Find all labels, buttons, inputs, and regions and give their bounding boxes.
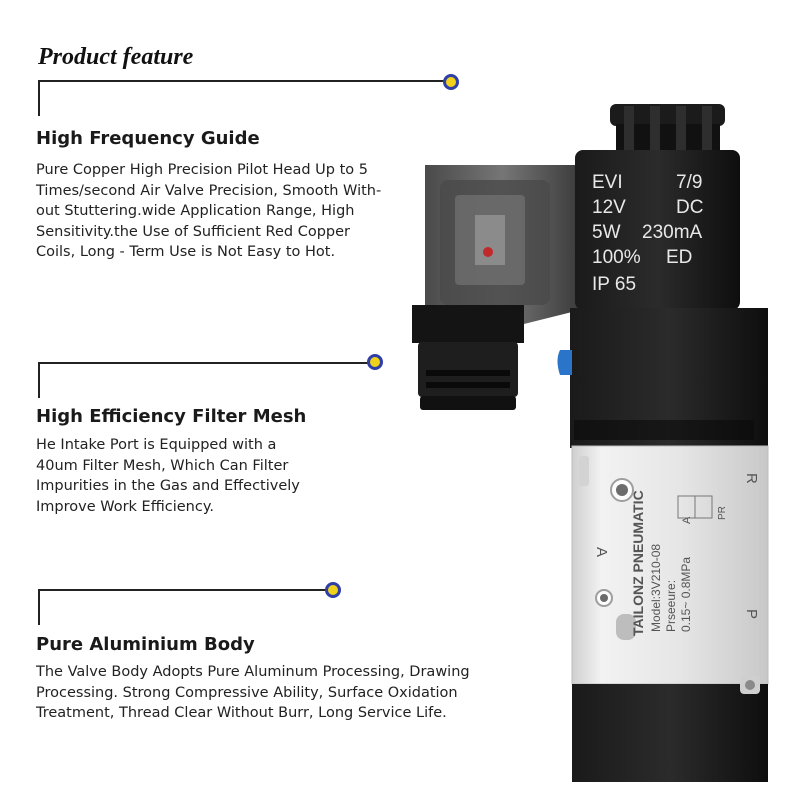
symbol-label-pr: PR xyxy=(717,506,728,520)
coil-label-230ma: 230mA xyxy=(642,222,703,243)
feature-description-1: Pure Copper High Precision Pilot Head Up… xyxy=(36,160,410,263)
port-label-a: A xyxy=(593,547,610,557)
feature-1-line-5: Coils, Long - Term Use is Not Easy to Ho… xyxy=(36,244,336,260)
coil-label-12v: 12V xyxy=(592,197,626,218)
feature-bracket-1 xyxy=(38,80,450,116)
feature-2-line-3: Impurities in the Gas and Effectively xyxy=(36,478,300,494)
feature-3-line-1: The Valve Body Adopts Pure Aluminum Proc… xyxy=(36,664,470,680)
feature-2-line-2: 40um Filter Mesh, Which Can Filter xyxy=(36,457,289,474)
feature-2-line-1: He Intake Port is Equipped with a xyxy=(36,437,277,453)
feature-1-line-2: Times/second Air Valve Precision, Smooth… xyxy=(36,182,382,199)
valve-symbol-icon xyxy=(677,495,713,519)
coil-label-100: 100% xyxy=(592,247,641,268)
feature-bracket-3 xyxy=(38,589,330,625)
aluminium-valve-body xyxy=(571,445,769,685)
feature-3-line-2: Processing. Strong Compressive Ability, … xyxy=(36,684,458,701)
coil-label-evi: EVI xyxy=(592,172,623,193)
coil-label-79: 7/9 xyxy=(676,172,702,193)
feature-1-line-4: Sensitivity.the Use of Sufficient Red Co… xyxy=(36,223,350,240)
feature-description-2: He Intake Port is Equipped with a 40um F… xyxy=(36,435,322,517)
feature-3-line-3: Treatment, Thread Clear Without Burr, Lo… xyxy=(36,705,447,721)
pressure-label: Prseeure: xyxy=(664,580,678,632)
port-label-p: P xyxy=(743,609,760,619)
coil-cap-nut xyxy=(610,104,725,154)
model-number: Model:3V210-08 xyxy=(649,544,663,632)
coil-label-5w: 5W xyxy=(592,222,621,243)
coil-block xyxy=(575,150,740,310)
pilot-body xyxy=(557,308,768,448)
feature-title-1: High Frequency Guide xyxy=(36,128,260,149)
coil-label-ip65: IP 65 xyxy=(592,274,636,295)
pressure-value: 0.15~ 0.8MPa xyxy=(679,557,693,632)
feature-1-line-1: Pure Copper High Precision Pilot Head Up… xyxy=(36,162,368,178)
brand-name: TAILONZ PNEUMATIC xyxy=(630,490,646,636)
bottom-end-cap xyxy=(572,676,768,782)
feature-title-2: High Efficiency Filter Mesh xyxy=(36,406,307,427)
feature-bracket-2 xyxy=(38,362,370,398)
feature-description-3: The Valve Body Adopts Pure Aluminum Proc… xyxy=(36,662,513,724)
feature-2-line-4: Improve Work Efficiency. xyxy=(36,498,214,515)
din-connector xyxy=(412,165,580,410)
feature-dot-3 xyxy=(325,582,341,598)
feature-dot-1 xyxy=(443,74,459,90)
solenoid-valve-image: EVI 7/9 12V DC 5W 230mA 100% ED IP 65 A … xyxy=(412,104,769,782)
page-heading: Product feature xyxy=(38,44,194,70)
port-label-r: R xyxy=(743,473,760,484)
feature-title-3: Pure Aluminium Body xyxy=(36,634,255,655)
coil-label-ed: ED xyxy=(666,247,692,268)
coil-label-dc: DC xyxy=(676,197,703,218)
feature-dot-2 xyxy=(367,354,383,370)
feature-1-line-3: out Stuttering.wide Application Range, H… xyxy=(36,203,355,219)
symbol-label-a: A xyxy=(681,516,693,524)
